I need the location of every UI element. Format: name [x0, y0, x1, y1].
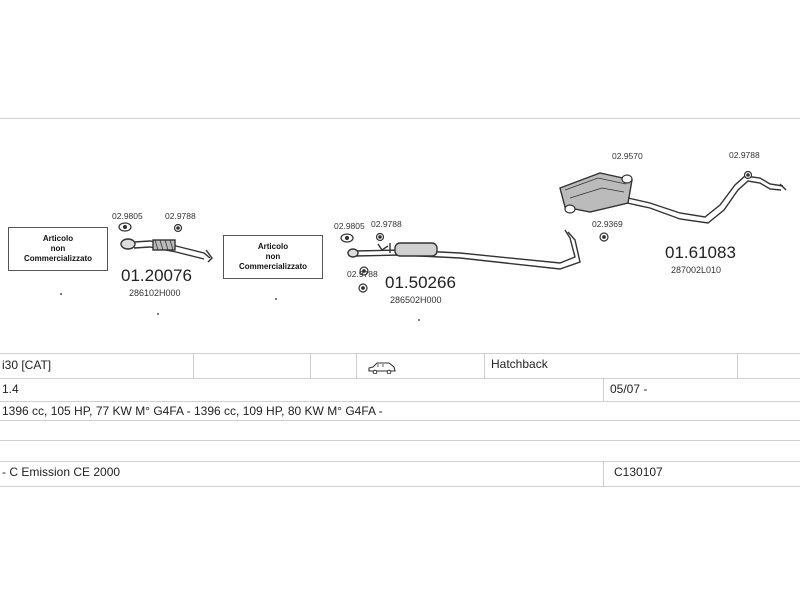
- car-icon: [367, 361, 397, 379]
- clamp-drawing: [340, 232, 385, 293]
- marker-dot: [157, 313, 159, 315]
- not-marketed-line: Commercializzato: [238, 262, 308, 271]
- rear-silencer-drawing: [559, 172, 787, 224]
- table-rule: [0, 420, 800, 421]
- table-divider: [484, 353, 485, 378]
- table-divider: [193, 353, 194, 378]
- not-marketed-line: non: [50, 244, 66, 253]
- table-rule: [0, 401, 800, 402]
- table-divider: [603, 461, 604, 486]
- table-rule: [0, 486, 800, 487]
- table-rule: [0, 461, 800, 462]
- table-divider: [603, 378, 604, 401]
- engine-size: 1.4: [2, 382, 19, 396]
- not-marketed-line: Articolo: [42, 234, 74, 243]
- hanger-drawing: [564, 170, 753, 242]
- oem-number: 286102H000: [129, 288, 181, 298]
- catalogue-code: C130107: [614, 465, 663, 479]
- gasket-drawing: [118, 222, 183, 233]
- diagram-top-rule: [0, 118, 800, 119]
- engine-specs: 1396 cc, 105 HP, 77 KW M° G4FA - 1396 cc…: [2, 404, 383, 418]
- table-rule: [0, 378, 800, 379]
- table-divider: [737, 353, 738, 378]
- part-number[interactable]: 01.61083: [665, 243, 736, 262]
- middle-pipe-drawing: [347, 229, 581, 270]
- exhaust-parts-drawing: [118, 170, 787, 293]
- front-pipe-drawing: [120, 238, 213, 263]
- gasket-code: 02.9805: [112, 211, 143, 221]
- gasket-code: 02.9788: [347, 269, 378, 279]
- oem-number: 287002L010: [671, 265, 722, 275]
- table-divider: [310, 353, 311, 378]
- gasket-code: 02.9570: [612, 151, 643, 161]
- gasket-code: 02.9805: [334, 221, 365, 231]
- vehicle-model: i30 [CAT]: [2, 358, 52, 372]
- table-divider: [356, 353, 357, 378]
- gasket-code: 02.9788: [371, 219, 402, 229]
- not-marketed-box: Articolo non Commercializzato: [8, 227, 108, 271]
- not-marketed-line: Articolo: [257, 242, 289, 251]
- body-type: Hatchback: [491, 357, 548, 371]
- not-marketed-line: Commercializzato: [23, 254, 93, 263]
- oem-number: 286502H000: [390, 295, 442, 305]
- production-date: 05/07 -: [610, 382, 648, 396]
- part-number[interactable]: 01.20076: [121, 266, 192, 285]
- marker-dot: [275, 298, 277, 300]
- table-rule: [0, 353, 800, 354]
- not-marketed-box: Articolo non Commercializzato: [223, 235, 323, 279]
- table-rule: [0, 440, 800, 441]
- not-marketed-line: non: [265, 252, 281, 261]
- gasket-code: 02.9788: [729, 150, 760, 160]
- marker-dot: [418, 319, 420, 321]
- emission-class: - C Emission CE 2000: [2, 465, 121, 479]
- part-number[interactable]: 01.50266: [385, 273, 456, 292]
- gasket-code: 02.9369: [592, 219, 623, 229]
- gasket-code: 02.9788: [165, 211, 196, 221]
- marker-dot: [60, 293, 62, 295]
